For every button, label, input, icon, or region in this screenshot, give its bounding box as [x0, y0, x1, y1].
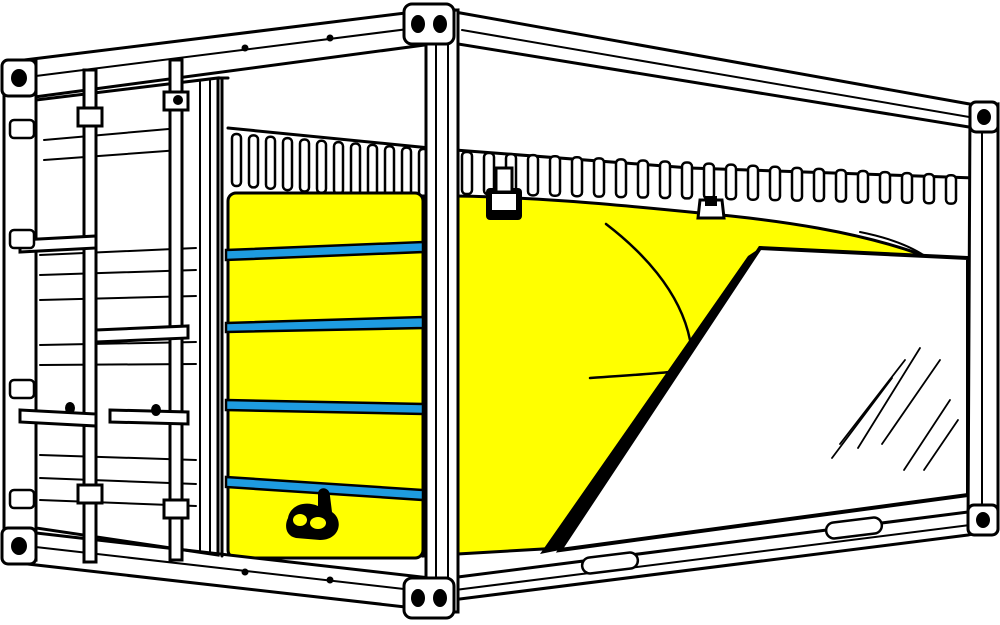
corrugation-rib	[856, 169, 870, 204]
corrugation-rib	[702, 162, 716, 201]
front-corner-castings	[0, 2, 456, 620]
bag-top-fitting-1	[486, 166, 522, 220]
bag-top-fitting-2	[696, 196, 726, 220]
corrugation-rib	[526, 153, 540, 197]
corrugation-rib	[383, 144, 396, 200]
corrugation-rib	[264, 135, 277, 190]
strap-1	[224, 240, 425, 262]
corrugation-rib	[548, 154, 562, 198]
corrugation-rib	[878, 170, 892, 204]
flexitank-bag	[224, 166, 926, 560]
corrugation-rib	[746, 164, 760, 201]
corrugation-rib	[460, 150, 474, 196]
corrugation-rib	[768, 165, 782, 202]
corrugation-rib	[230, 132, 243, 188]
corrugation-rib	[349, 142, 362, 197]
corrugation-rib	[281, 136, 294, 192]
corrugation-rib	[247, 134, 260, 189]
corrugation-rib	[366, 143, 379, 199]
corrugation-rib	[658, 160, 672, 200]
corrugation-rib	[834, 168, 848, 203]
corrugation-rib	[315, 139, 328, 195]
strap-2	[224, 315, 425, 334]
corrugation-rib	[614, 158, 628, 199]
corrugation-rib	[592, 157, 606, 198]
corrugation-rib	[680, 161, 694, 200]
container-front-frame	[0, 2, 460, 620]
corrugation-rib	[922, 172, 936, 205]
corrugation-rib	[636, 159, 650, 199]
door-hinges	[8, 118, 36, 510]
corrugation-rib	[332, 140, 345, 196]
corrugation-rib	[900, 171, 914, 205]
corrugation-rib	[790, 166, 804, 202]
corrugation-rib	[944, 173, 958, 205]
bulkhead-panel	[540, 245, 970, 554]
corrugation-rib	[570, 156, 584, 198]
door-locking-bars	[18, 58, 190, 564]
corrugation-rib	[298, 138, 311, 193]
container-side-frame	[448, 10, 1000, 602]
strap-3	[224, 398, 425, 416]
bag-valve	[286, 488, 339, 540]
corrugation-rib	[812, 167, 826, 203]
corrugation-rib	[724, 163, 738, 201]
